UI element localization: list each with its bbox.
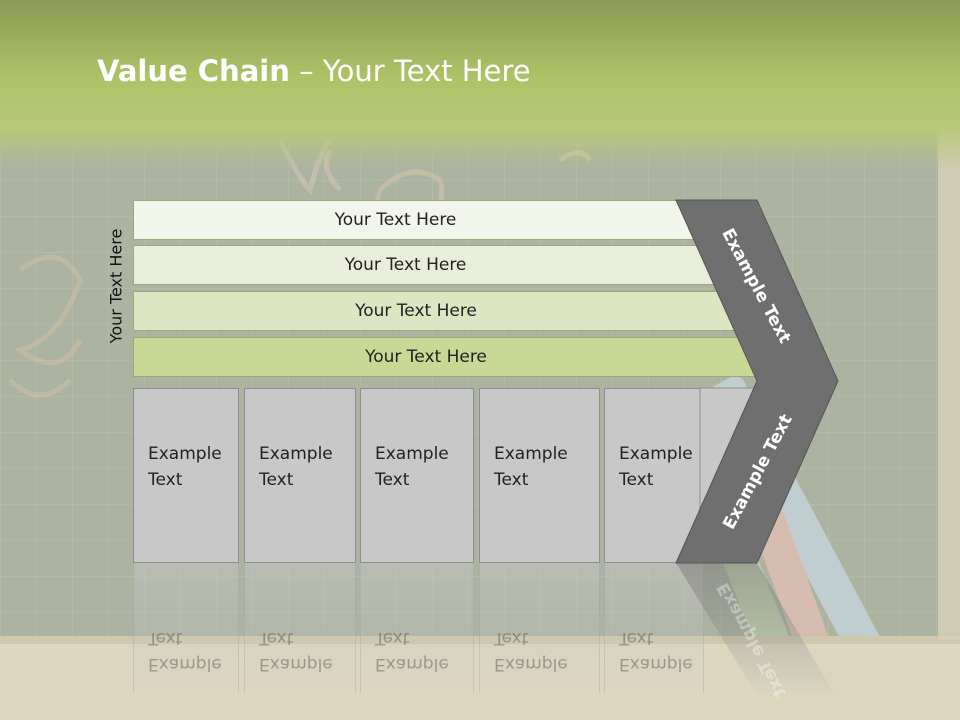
reflection-2: Example Text bbox=[244, 563, 356, 693]
primary-activity-label-3: Example Text bbox=[375, 444, 449, 490]
title-rest: – Your Text Here bbox=[289, 54, 531, 88]
support-bar-4: Your Text Here bbox=[133, 337, 759, 377]
page-title: Value Chain – Your Text Here bbox=[97, 54, 531, 88]
primary-activity-label-5: Example Text bbox=[619, 444, 693, 490]
primary-activity-box-1: Example Text bbox=[133, 388, 239, 563]
support-bar-2: Your Text Here bbox=[133, 245, 718, 285]
primary-activity-box-2: Example Text bbox=[244, 388, 356, 563]
chevron-reflection bbox=[676, 563, 838, 700]
reflection-4: Example Text bbox=[479, 563, 600, 693]
primary-activity-box-5: Example Text bbox=[604, 388, 704, 563]
support-bar-3: Your Text Here bbox=[133, 291, 739, 331]
primary-activity-label-1: Example Text bbox=[148, 444, 222, 490]
chevron-shape bbox=[675, 199, 839, 564]
primary-activity-box-4: Example Text bbox=[479, 388, 600, 563]
reflection-1: Example Text bbox=[133, 563, 239, 693]
reflection-5: Example Text bbox=[604, 563, 704, 693]
primary-activity-label-2: Example Text bbox=[259, 444, 333, 490]
support-bar-1: Your Text Here bbox=[133, 200, 698, 240]
primary-activity-label-4: Example Text bbox=[494, 444, 568, 490]
title-bold: Value Chain bbox=[97, 54, 290, 88]
reflection-3: Example Text bbox=[360, 563, 474, 693]
primary-activity-box-3: Example Text bbox=[360, 388, 474, 563]
